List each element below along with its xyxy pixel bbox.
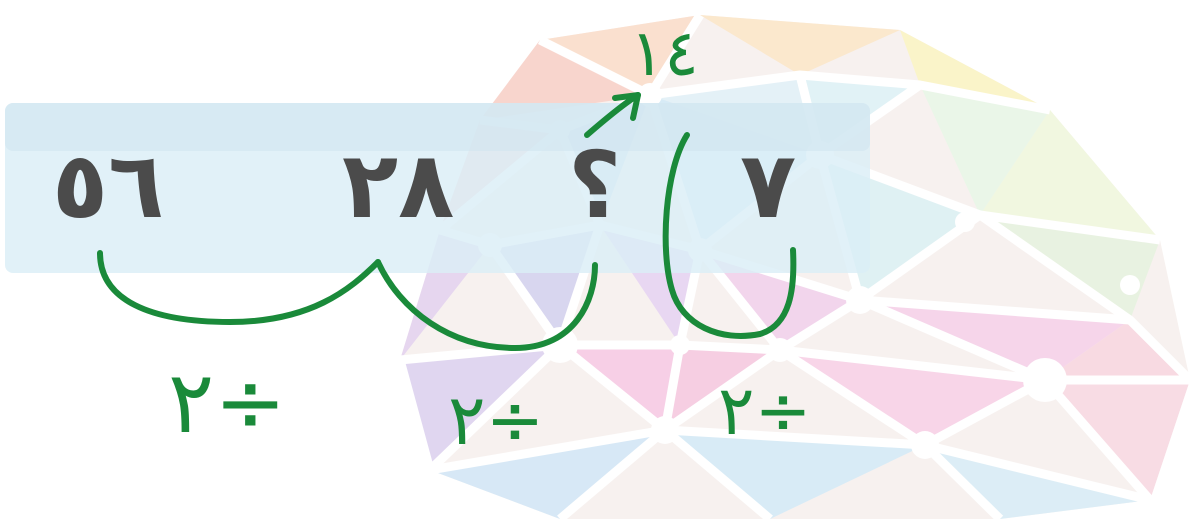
- operation-divide-two-3: ÷٢: [718, 378, 812, 446]
- operation-divide-two-2: ÷٢: [448, 385, 544, 455]
- answer-fourteen: ١٤: [630, 22, 699, 86]
- operation-divide-two-1: ÷٢: [168, 360, 286, 446]
